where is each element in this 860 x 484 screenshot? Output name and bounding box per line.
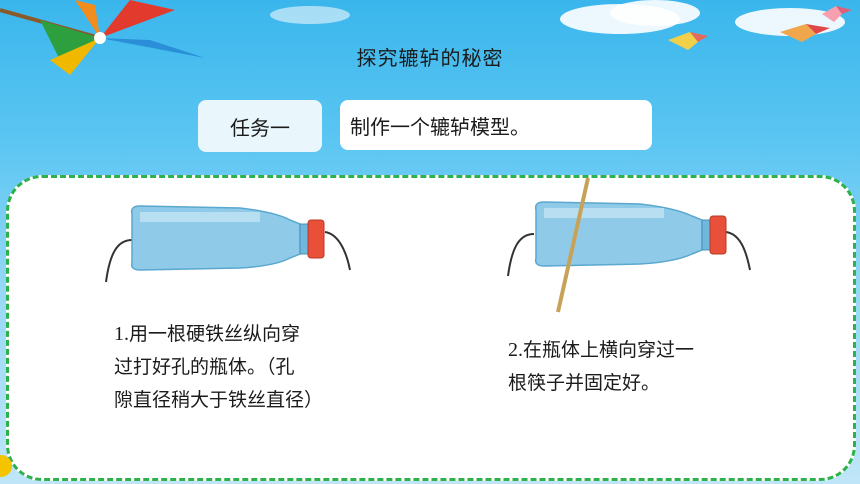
task-description: 制作一个辘轳模型。: [340, 100, 652, 150]
step-line: 在瓶体上横向穿过一: [523, 339, 695, 361]
step-line: 过打好孔的瓶体。（孔: [114, 356, 295, 378]
bottle-wire-icon: [105, 205, 351, 283]
corner-decoration: [0, 455, 12, 477]
cloud: [270, 6, 350, 24]
task-label: 任务一: [198, 100, 322, 152]
page-title: 探究辘轳的秘密: [356, 46, 504, 70]
kite-icon: [780, 24, 830, 42]
kite-icon: [822, 6, 852, 22]
step-number: 2.: [508, 339, 523, 361]
step-1-text: 1.用一根硬铁丝纵向穿 过打好孔的瓶体。（孔 隙直径稍大于铁丝直径）: [114, 318, 394, 417]
pinwheel-icon: [0, 0, 205, 75]
bottle-chopstick-icon: [507, 177, 751, 313]
kite-icon: [668, 32, 708, 50]
step-line: 根筷子并固定好。: [508, 372, 661, 394]
cloud: [610, 0, 700, 26]
step-number: 1.: [114, 323, 129, 345]
step-line: 用一根硬铁丝纵向穿: [129, 323, 301, 345]
step-2-text: 2.在瓶体上横向穿过一 根筷子并固定好。: [508, 334, 788, 400]
step-line: 隙直径稍大于铁丝直径）: [114, 389, 324, 411]
